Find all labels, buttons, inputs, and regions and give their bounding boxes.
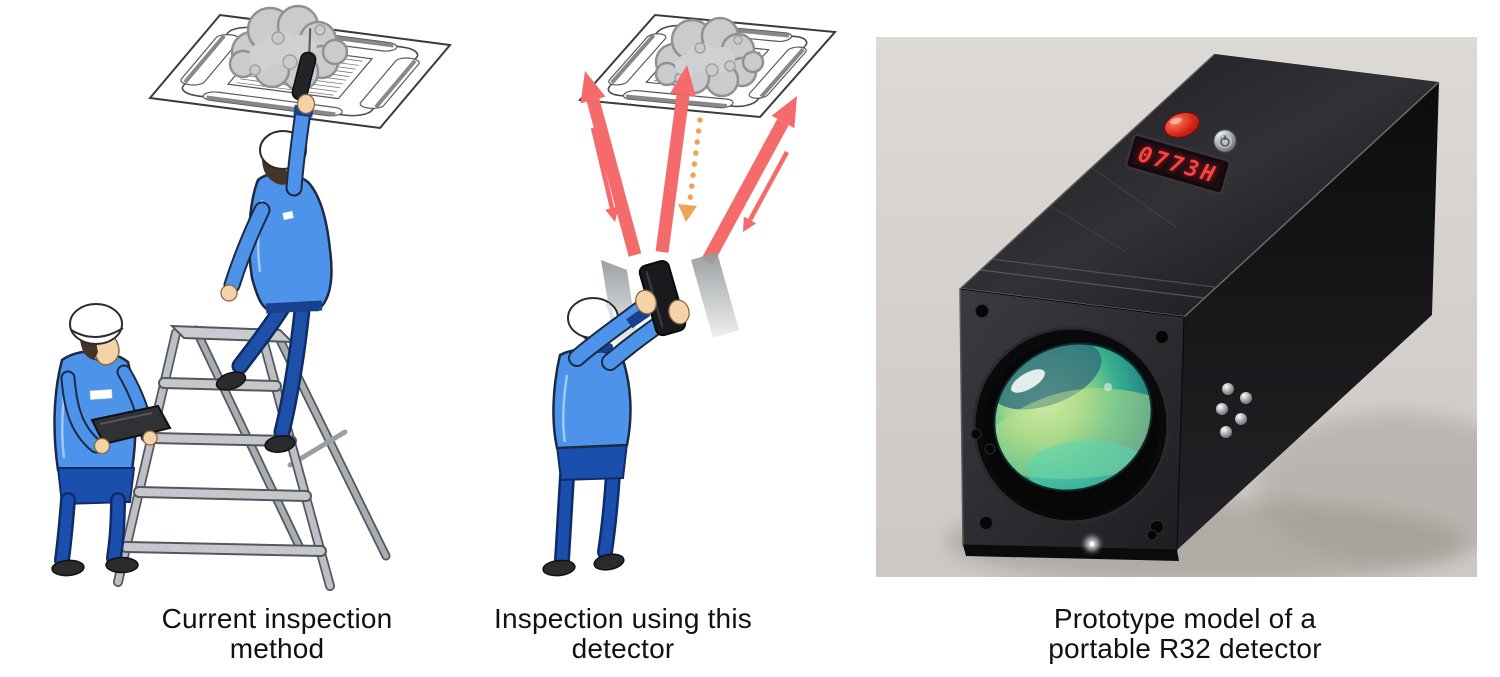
right-face — [1177, 82, 1439, 550]
hand — [93, 437, 111, 455]
shoe — [215, 371, 247, 391]
hand — [142, 430, 158, 446]
shoe — [51, 559, 85, 577]
portable-detector-illustration — [635, 259, 690, 337]
detector-box: 0773H 0773H — [959, 53, 1440, 561]
shoe — [542, 559, 576, 577]
glint — [1085, 537, 1099, 551]
power-button — [1212, 128, 1238, 154]
panel-prototype-photo: 0773H 0773H — [876, 37, 1477, 577]
shoe — [105, 556, 139, 574]
hand — [296, 93, 316, 115]
ground-shadow — [1256, 412, 1477, 562]
led-display: 0773H 0773H — [1124, 133, 1232, 195]
panel-current-method — [0, 0, 470, 600]
stepladder — [113, 324, 391, 591]
caption-detector-method: Inspection using this detector — [494, 603, 752, 664]
worker-on-ladder — [215, 28, 333, 453]
shoe — [593, 553, 625, 571]
shoe — [264, 435, 296, 453]
caption-prototype: Prototype model of a portable R32 detect… — [1048, 603, 1322, 664]
panel-detector-method — [515, 0, 875, 600]
gas-flow-dotted-arrow — [678, 117, 703, 222]
chest-badge — [89, 388, 113, 401]
hand — [220, 284, 238, 302]
side-screws — [1216, 383, 1252, 438]
laser-beam-arrows — [580, 65, 797, 266]
hand — [635, 289, 657, 315]
red-button — [1163, 111, 1201, 139]
hand — [668, 299, 690, 325]
caption-current-method: Current inspection method — [161, 603, 393, 664]
corner-screws — [970, 304, 1169, 541]
return-beam-arrows — [590, 127, 789, 232]
worker-with-clipboard — [51, 303, 172, 577]
clipboard — [90, 404, 172, 446]
